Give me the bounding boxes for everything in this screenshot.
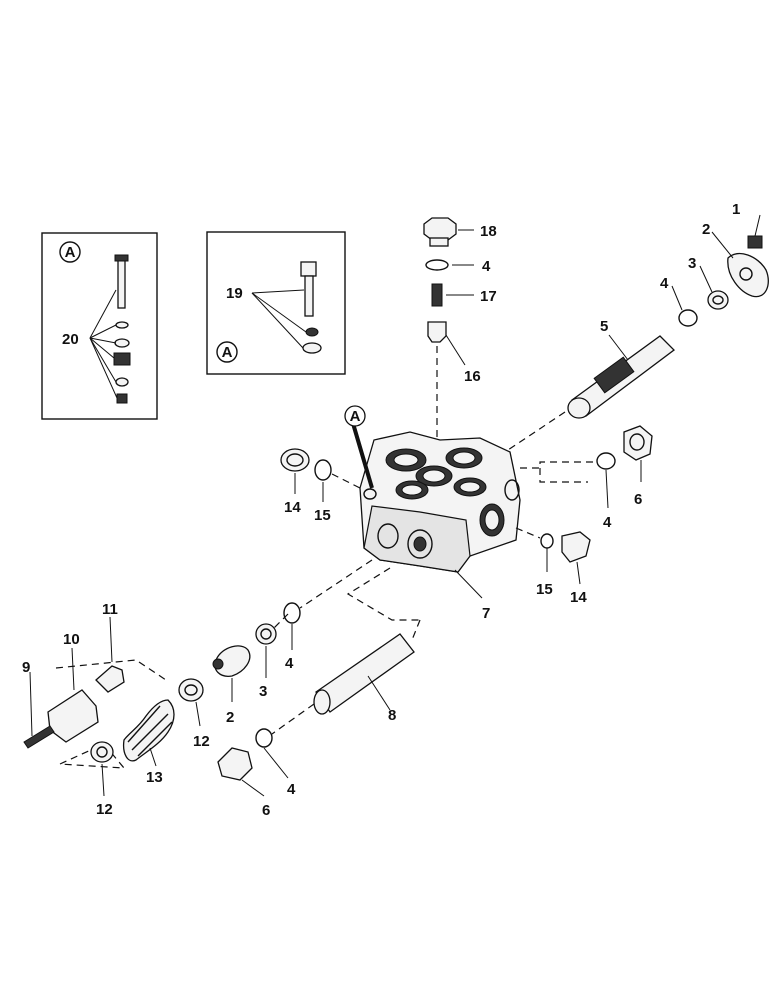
callout-16: 16 [464,368,481,385]
body-a-marker: A [350,408,361,425]
callout-17: 17 [480,288,497,305]
spool-assembly: 1 2 3 4 5 [507,201,769,451]
right-port-plugs: 6 4 15 14 [515,425,653,606]
callout-8: 8 [388,707,396,724]
callout-5: 5 [600,318,608,335]
callout-4-right: 4 [603,514,612,531]
callout-13: 13 [146,769,163,786]
lower-axes [273,559,421,641]
callout-4-lower: 4 [285,655,294,672]
top-port-parts: 18 4 17 16 [423,217,497,445]
callout-6-right: 6 [634,491,642,508]
callout-2-lower: 2 [226,709,234,726]
callout-12-right: 12 [193,733,210,750]
callout-2-top: 2 [702,221,710,238]
inset-detail-a-19: A 19 [206,231,346,375]
callout-19: 19 [226,285,243,302]
callout-9: 9 [22,659,30,676]
callout-20: 20 [62,331,79,348]
callout-4-spool: 4 [660,275,669,292]
callout-11: 11 [102,601,118,618]
callout-12-left: 12 [96,801,113,818]
callout-10: 10 [63,631,80,648]
callout-6-bottom: 6 [262,802,270,819]
callout-4-top: 4 [482,258,491,275]
inset-a-marker-2: A [222,344,233,361]
relief-valve-assembly: 11 10 9 12 13 12 [22,601,210,818]
callout-15-right: 15 [536,581,553,598]
callout-1: 1 [732,201,740,218]
callout-7: 7 [482,605,490,622]
left-port-plug: 14 15 [280,448,361,524]
callout-14-right: 14 [570,589,587,606]
callout-14-left: 14 [284,499,301,516]
inset-detail-a-20: A 20 [41,232,158,420]
callout-3-lower: 3 [259,683,267,700]
callout-3-top: 3 [688,255,696,272]
valve-body: A 7 [344,405,521,622]
callout-15-left: 15 [314,507,331,524]
lower-seal-parts: 4 3 2 [212,602,301,726]
callout-4-bottom: 4 [287,781,296,798]
lower-plug: 4 6 [217,728,296,819]
inset-a-marker: A [65,244,76,261]
callout-18: 18 [480,223,497,240]
pin-8: 8 [271,633,415,735]
